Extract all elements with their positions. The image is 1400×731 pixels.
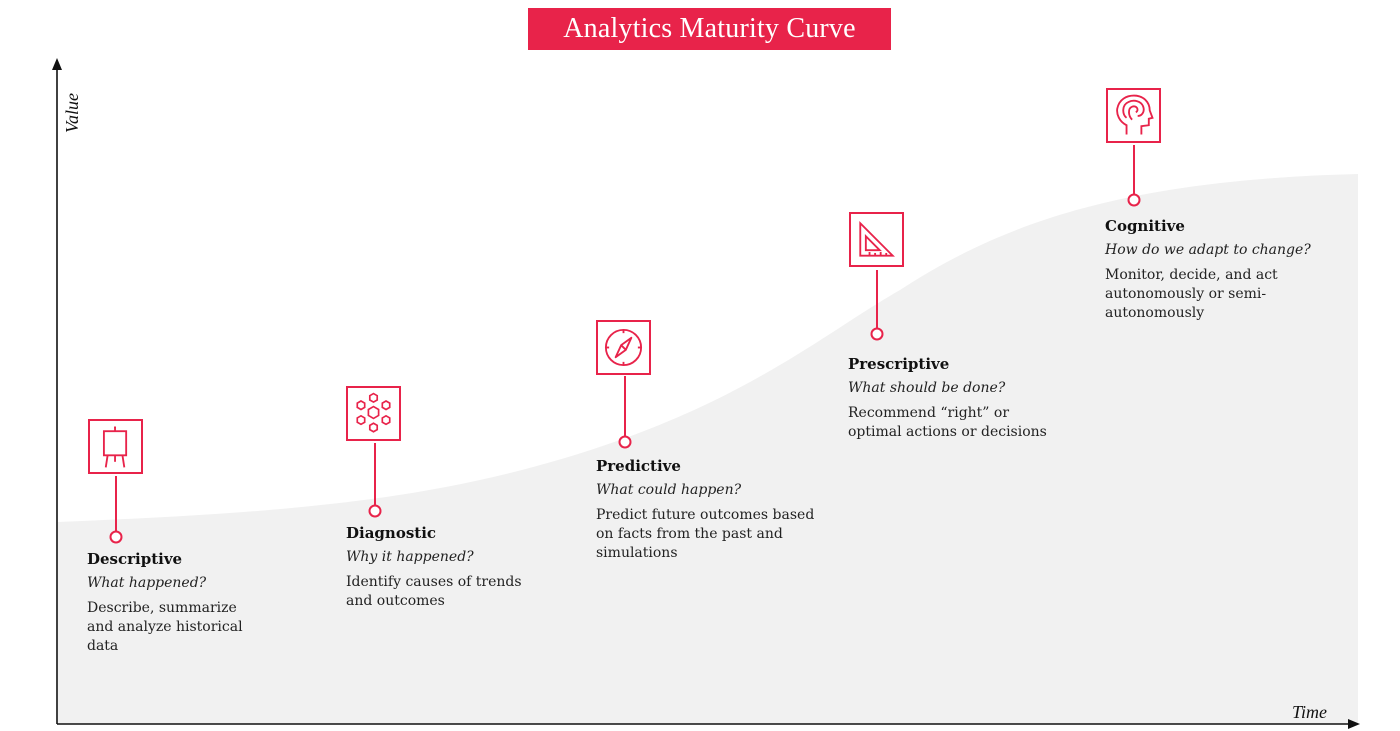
stage-name: Cognitive <box>1105 217 1185 235</box>
head-brain-icon <box>1106 88 1161 143</box>
hexagon-network-icon <box>346 386 401 441</box>
stage-name: Predictive <box>596 457 681 475</box>
stage-description: Monitor, decide, and act autonomously or… <box>1105 267 1278 321</box>
stage-question: How do we adapt to change? <box>1105 242 1311 258</box>
set-square-icon <box>849 212 904 267</box>
stage-question: Why it happened? <box>346 549 474 565</box>
connector-prescriptive <box>870 270 884 341</box>
marker-cognitive <box>1127 193 1141 207</box>
connector-cognitive <box>1127 145 1141 207</box>
stage-prescriptive: Prescriptive What should be done? Recomm… <box>848 355 1078 442</box>
connector-predictive <box>618 376 632 449</box>
stage-name: Descriptive <box>87 550 183 568</box>
stage-question: What happened? <box>87 575 207 591</box>
x-axis-arrow <box>1348 719 1360 729</box>
stage-diagnostic: Diagnostic Why it happened? Identify cau… <box>346 524 566 611</box>
stage-descriptive: Descriptive What happened? Describe, sum… <box>87 550 307 656</box>
stage-description: Describe, summarize and analyze historic… <box>87 600 243 654</box>
marker-diagnostic <box>368 504 382 518</box>
maturity-curve-area <box>58 174 1358 724</box>
marker-predictive <box>618 435 632 449</box>
title-banner: Analytics Maturity Curve <box>528 8 891 50</box>
stage-name: Prescriptive <box>848 355 950 373</box>
stage-cognitive: Cognitive How do we adapt to change? Mon… <box>1105 217 1335 323</box>
stage-description: Recommend “right” or optimal actions or … <box>848 405 1047 440</box>
marker-prescriptive <box>870 327 884 341</box>
connector-diagnostic <box>368 443 382 518</box>
y-axis-arrow <box>52 58 62 70</box>
y-axis-label: Value <box>62 93 82 133</box>
connector-descriptive <box>109 476 123 544</box>
stage-description: Predict future outcomes based on facts f… <box>596 507 815 561</box>
compass-icon <box>596 320 651 375</box>
page-title: Analytics Maturity Curve <box>563 13 856 44</box>
x-axis-label: Time <box>1292 702 1328 722</box>
stage-predictive: Predictive What could happen? Predict fu… <box>596 457 841 563</box>
stage-name: Diagnostic <box>346 524 437 542</box>
stage-question: What could happen? <box>596 482 742 498</box>
marker-descriptive <box>109 530 123 544</box>
stage-question: What should be done? <box>848 380 1006 396</box>
stage-description: Identify causes of trends and outcomes <box>346 574 522 609</box>
easel-icon <box>88 419 143 474</box>
